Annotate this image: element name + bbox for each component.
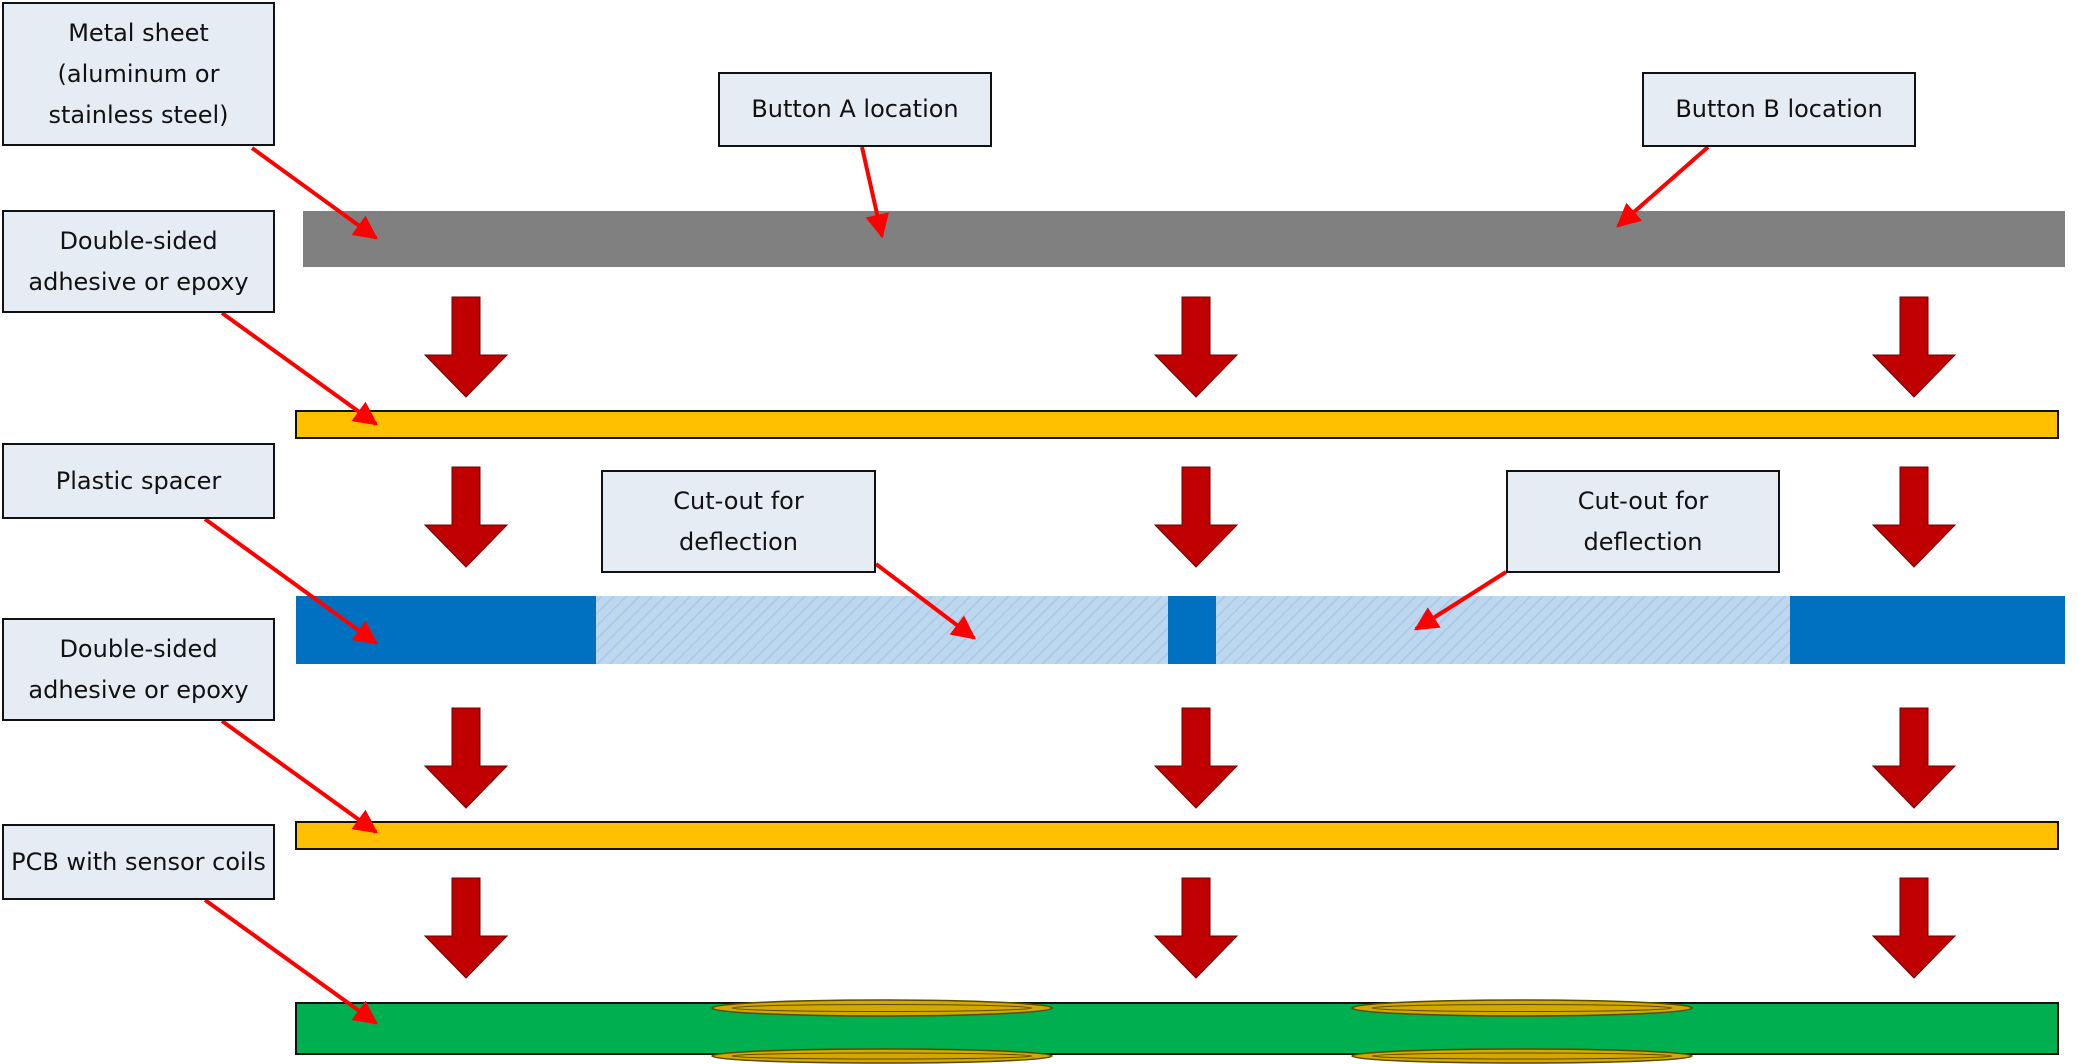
block-arrow-row4-left	[423, 877, 509, 979]
block-arrow-row4-center	[1153, 877, 1239, 979]
adhesive-top-layer	[295, 410, 2059, 439]
pointer-lines	[203, 145, 1710, 1025]
cutout-a-label: Cut-out for deflection	[601, 470, 876, 573]
block-arrow-row2-center	[1153, 466, 1239, 568]
spacer-solid-right	[1790, 596, 2065, 664]
coil-b-top	[1351, 999, 1693, 1017]
cutout-a-region	[596, 596, 1168, 664]
spacer-solid-left	[296, 596, 596, 664]
pointer-adhesive-top	[220, 311, 378, 426]
block-arrow-row1-center	[1153, 296, 1239, 398]
pointer-plastic-spacer	[203, 517, 378, 645]
button-b-location-label: Button B location	[1642, 72, 1916, 147]
coil-a-top	[711, 999, 1053, 1017]
metal-sheet-label: Metal sheet (aluminum or stainless steel…	[2, 2, 275, 146]
coil-a-bottom	[711, 1048, 1053, 1064]
spacer-solid-middle	[1168, 596, 1216, 664]
cutout-b-region	[1216, 596, 1790, 664]
pointer-cutout-a	[874, 562, 976, 640]
block-arrow-row1-right	[1871, 296, 1957, 398]
adhesive-bottom-layer	[295, 821, 2059, 850]
pointer-metal-sheet	[250, 146, 378, 240]
block-arrow-row3-center	[1153, 707, 1239, 809]
plastic-spacer-label: Plastic spacer	[2, 443, 275, 519]
block-arrow-row2-right	[1871, 466, 1957, 568]
adhesive-bottom-label: Double-sided adhesive or epoxy	[2, 618, 275, 721]
block-arrow-row3-right	[1871, 707, 1957, 809]
pointer-pcb	[203, 898, 378, 1025]
block-arrow-row4-right	[1871, 877, 1957, 979]
metal-sheet-layer	[303, 211, 2065, 267]
pcb-label: PCB with sensor coils	[2, 824, 275, 900]
block-arrow-row1-left	[423, 296, 509, 398]
adhesive-top-label: Double-sided adhesive or epoxy	[2, 210, 275, 313]
cutout-b-label: Cut-out for deflection	[1506, 470, 1780, 573]
coil-b-bottom	[1351, 1048, 1693, 1064]
button-a-location-label: Button A location	[718, 72, 992, 147]
pcb-layer	[295, 1002, 2059, 1055]
assembly-arrows	[423, 296, 1957, 979]
block-arrow-row2-left	[423, 466, 509, 568]
pointer-button-b	[1616, 145, 1710, 228]
pointer-button-a	[860, 146, 889, 239]
pointer-cutout-b	[1413, 570, 1508, 631]
pointer-adhesive-bottom	[220, 719, 378, 834]
block-arrow-row3-left	[423, 707, 509, 809]
